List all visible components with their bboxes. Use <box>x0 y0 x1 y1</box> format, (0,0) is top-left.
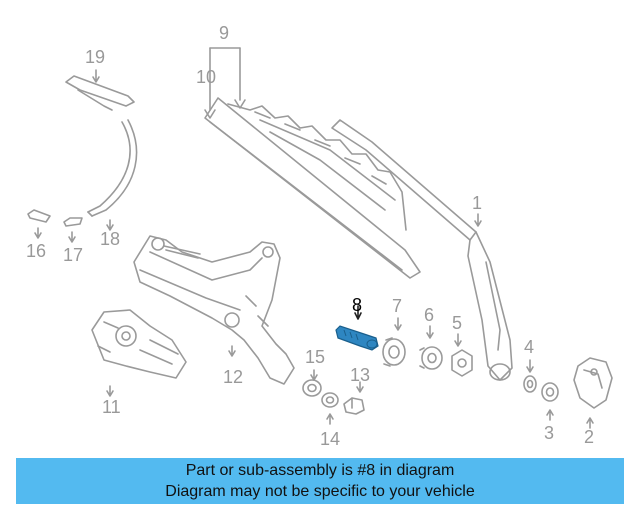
label-part-1: 1 <box>472 193 483 213</box>
parts-diagram <box>27 47 613 429</box>
label-part-14: 14 <box>320 429 341 449</box>
part-13-bolt <box>343 381 365 415</box>
part-8-highlighted <box>335 305 379 351</box>
label-part-12: 12 <box>223 367 244 387</box>
part-16-pin <box>27 209 51 239</box>
part-6-nut <box>419 325 443 370</box>
part-2-cap <box>573 357 613 429</box>
part-19-clip <box>65 69 135 111</box>
wiper-motor <box>91 309 187 397</box>
label-part-13: 13 <box>350 365 371 385</box>
wiper-linkage <box>133 235 295 385</box>
label-part-6: 6 <box>424 305 435 325</box>
part-15-grommet <box>302 369 322 397</box>
label-part-8: 8 <box>352 295 363 315</box>
caption-line-2: Diagram may not be specific to your vehi… <box>165 483 475 500</box>
label-part-17: 17 <box>63 245 84 265</box>
label-part-3: 3 <box>544 423 555 443</box>
label-part-5: 5 <box>452 313 463 333</box>
wiper-arm <box>331 119 513 381</box>
part-17-pin <box>63 217 83 243</box>
wiper-blade <box>204 97 421 279</box>
caption-line-1: Part or sub-assembly is #8 in diagram <box>185 462 455 479</box>
label-part-18: 18 <box>100 229 121 249</box>
part-4-washer <box>523 359 537 393</box>
label-part-7: 7 <box>392 296 403 316</box>
label-part-11: 11 <box>102 397 121 417</box>
label-part-10: 10 <box>196 67 217 87</box>
label-part-15: 15 <box>305 347 326 367</box>
caption-banner: Part or sub-assembly is #8 in diagram Di… <box>16 458 624 504</box>
label-part-4: 4 <box>524 337 535 357</box>
label-part-2: 2 <box>584 427 595 447</box>
label-part-9: 9 <box>219 23 230 43</box>
label-part-19: 19 <box>85 47 106 67</box>
part-14-grommet <box>321 392 339 425</box>
part-5-nut <box>451 333 473 377</box>
part-7-washer <box>382 317 406 367</box>
label-part-16: 16 <box>26 241 47 261</box>
part-3-washer <box>541 382 559 421</box>
part-18-seal <box>87 119 138 217</box>
